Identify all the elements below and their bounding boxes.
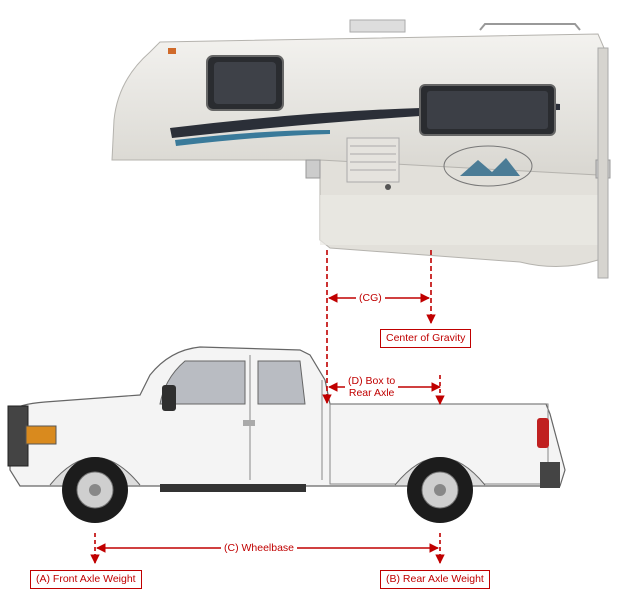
pickup-truck bbox=[7, 346, 566, 523]
truck-camper bbox=[111, 19, 611, 279]
headlight bbox=[25, 425, 57, 445]
running-board bbox=[160, 484, 306, 492]
vent-grille bbox=[346, 137, 400, 183]
rear-axle-weight-label: (B) Rear Axle Weight bbox=[380, 570, 490, 589]
front-grille bbox=[7, 405, 29, 467]
wheelbase-label: (C) Wheelbase bbox=[221, 541, 298, 555]
front-wheel bbox=[62, 457, 128, 523]
center-of-gravity-label: Center of Gravity bbox=[380, 329, 472, 348]
cg-label: (CG) bbox=[356, 291, 385, 305]
tail-light bbox=[537, 418, 549, 448]
rear-window bbox=[257, 360, 306, 405]
brand-logo bbox=[443, 145, 533, 187]
jack-bracket bbox=[305, 159, 321, 179]
roof-rack bbox=[479, 23, 581, 31]
side-mirror bbox=[162, 385, 176, 411]
roof-vent bbox=[349, 19, 406, 33]
box-to-rear-axle-label: (D) Box to Rear Axle bbox=[345, 374, 399, 400]
hitch bbox=[540, 462, 560, 488]
front-axle-weight-label: (A) Front Axle Weight bbox=[30, 570, 142, 589]
rear-wheel bbox=[407, 457, 473, 523]
